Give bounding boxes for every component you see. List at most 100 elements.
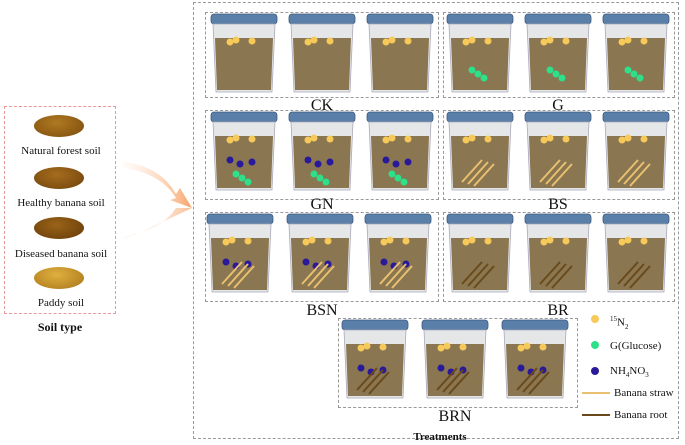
n2-dot	[468, 36, 476, 44]
jar-soil	[371, 38, 429, 90]
glucose-dot	[244, 178, 252, 186]
jar-soil	[215, 38, 273, 90]
n2-dot	[562, 237, 570, 245]
soil-icon-paddy	[34, 267, 84, 289]
root-line	[461, 261, 483, 285]
group-box-ck	[205, 12, 439, 98]
soil-icon-natural-forest	[34, 115, 84, 137]
glucose-dot	[624, 66, 632, 74]
jar-lid	[366, 111, 434, 123]
group-label-bsn: BSN	[306, 302, 338, 319]
n2-dot	[437, 344, 445, 352]
n2-dot	[326, 37, 334, 45]
legend-nh4no3-label: NH4NO3	[610, 365, 649, 380]
n2-dot	[310, 134, 318, 142]
jar-soil	[215, 136, 273, 188]
straw-line	[545, 161, 567, 185]
n2-dot	[459, 343, 467, 351]
jar-bsn-3	[364, 213, 432, 293]
n2-dot	[640, 37, 648, 45]
glucose-dot	[480, 74, 488, 82]
nh4no3-dot	[404, 158, 412, 166]
n2-dot	[304, 38, 312, 46]
n2-dot	[462, 136, 470, 144]
nh4no3-dot	[517, 364, 525, 372]
n2-dot	[228, 236, 236, 244]
jar-bs-3	[602, 111, 670, 191]
root-line	[442, 369, 464, 393]
straw-line	[461, 159, 483, 183]
jar-gn-2	[288, 111, 356, 191]
n2-dot	[308, 236, 316, 244]
jar-soil	[607, 38, 665, 90]
jar-lid	[602, 213, 670, 225]
nh4no3-dot	[382, 156, 390, 164]
n2-dot	[523, 342, 531, 350]
jar-g-1	[446, 13, 514, 93]
root-line	[362, 369, 384, 393]
jar-lid	[446, 111, 514, 123]
glucose-dot	[468, 66, 476, 74]
jar-lid	[206, 213, 274, 225]
root-line	[473, 265, 495, 289]
glucose-dot	[400, 178, 408, 186]
jar-lid	[524, 213, 592, 225]
jar-ck-2	[288, 13, 356, 93]
n2-dot	[382, 136, 390, 144]
jar-lid	[524, 13, 592, 25]
root-line	[467, 263, 489, 287]
n2-dot	[363, 342, 371, 350]
jar-lid	[210, 13, 278, 25]
soil-label-paddy: Paddy soil	[37, 297, 85, 309]
nh4no3-dot	[357, 364, 365, 372]
n2-dot	[640, 135, 648, 143]
root-line	[448, 371, 470, 395]
n2-dot	[618, 238, 626, 246]
root-line	[551, 265, 573, 289]
n2-dot	[304, 136, 312, 144]
legend-root-line	[582, 414, 610, 416]
jar-soil	[293, 38, 351, 90]
nh4no3-dot	[326, 158, 334, 166]
jar-g-3	[602, 13, 670, 93]
group-box-g	[443, 12, 675, 98]
arrow-icon	[124, 162, 192, 240]
n2-dot	[388, 134, 396, 142]
soil-label-healthy-banana: Healthy banana soil	[17, 197, 105, 209]
jar-ck-1	[210, 13, 278, 93]
jar-br-2	[524, 213, 592, 293]
n2-dot	[484, 237, 492, 245]
jar-lid	[366, 13, 434, 25]
glucose-dot	[310, 170, 318, 178]
straw-line	[307, 263, 329, 287]
jar-lid	[524, 111, 592, 123]
jar-lid	[341, 319, 409, 331]
soil-label-natural-forest: Natural forest soil	[21, 145, 101, 157]
soil-icon-healthy-banana	[34, 167, 84, 189]
jar-brn-2	[421, 319, 489, 399]
nh4no3-dot	[236, 160, 244, 168]
glucose-dot	[546, 66, 554, 74]
n2-dot	[468, 134, 476, 142]
n2-dot	[357, 344, 365, 352]
nh4no3-dot	[380, 258, 388, 266]
straw-line	[551, 163, 573, 187]
legend-glucose-dot	[591, 341, 599, 349]
n2-dot	[386, 236, 394, 244]
n2-dot	[380, 238, 388, 246]
root-line	[368, 371, 390, 395]
jar-bsn-1	[206, 213, 274, 293]
root-line	[522, 369, 544, 393]
jar-br-3	[602, 213, 670, 293]
root-line	[516, 367, 538, 391]
jar-g-2	[524, 13, 592, 93]
jar-lid	[602, 13, 670, 25]
jar-lid	[210, 111, 278, 123]
n2-dot	[222, 238, 230, 246]
straw-line	[629, 163, 651, 187]
glucose-dot	[630, 70, 638, 78]
jar-lid	[288, 13, 356, 25]
n2-dot	[248, 135, 256, 143]
n2-dot	[540, 136, 548, 144]
